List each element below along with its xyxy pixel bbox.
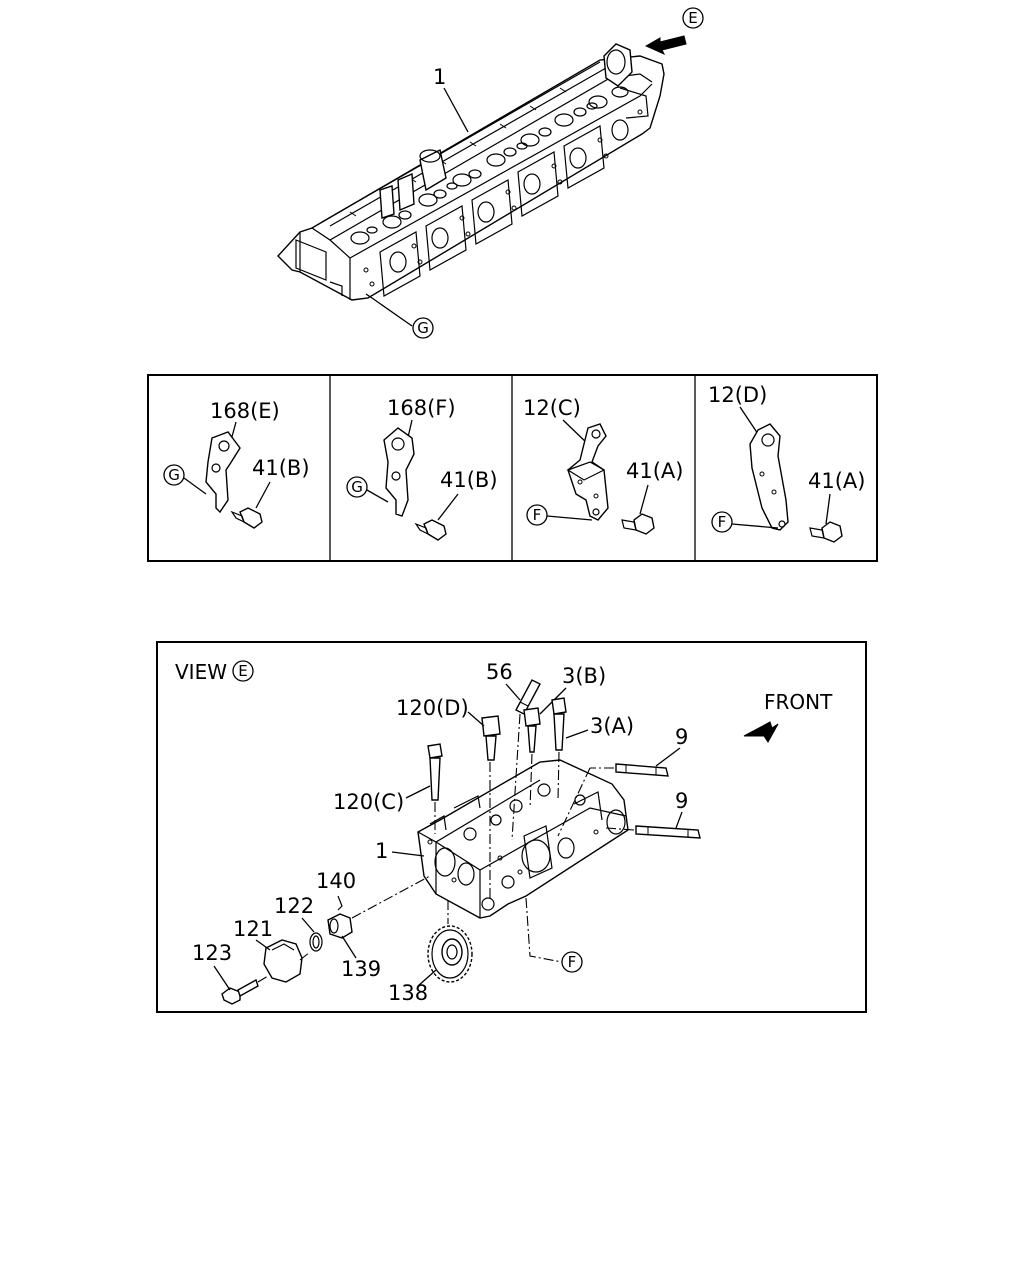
ref-g2-label: G [351,478,363,496]
ref-f2-label: F [718,513,727,531]
ref-g1-label: G [168,466,180,484]
ref-circle-f-view-e [561,951,583,973]
ref-f1-label: F [533,506,542,524]
stud-9-upper [557,763,669,837]
bolt-120c [427,743,443,834]
label-138: 138 [388,981,428,1005]
ref-circle-f-1 [526,504,548,526]
bracket-label-168e: 168(E) [210,399,280,423]
part-label-1: 1 [433,65,446,89]
ref-e-label: E [688,9,697,27]
label-3a: 3(A) [590,714,634,738]
stud-56 [511,679,541,841]
bracket-label-12d: 12(D) [708,383,767,407]
label-120d: 120(D) [396,696,469,720]
ref-circle-f-2 [711,511,733,533]
bolt-label-41a-2: 41(A) [808,469,865,493]
label-140: 140 [316,869,356,893]
o-ring-122 [309,932,323,952]
bracket-label-168f: 168(F) [387,396,456,420]
view-e-title: VIEW [175,660,227,684]
detail-panel-12d: 12(D) 41(A) F [708,383,865,543]
ref-circle-g [412,317,434,339]
detail-panels: 168(E) 41(B) G 168(F) 41(B) G [147,374,878,562]
view-direction-arrow [644,35,687,56]
ref-g-label: G [417,319,429,337]
bolt-120d [481,715,501,898]
view-e-frame [156,641,867,1013]
stud-9-lower [605,825,701,839]
plug-139 [327,875,431,939]
detail-panel-12c: 12(C) 41(A) F [523,396,683,535]
label-1-view-e: 1 [375,839,388,863]
bolt-label-41b-2: 41(B) [440,468,498,492]
label-9-lower: 9 [675,789,688,813]
ref-circle-g-2 [346,476,368,498]
detail-panel-168f: 168(F) 41(B) G [346,396,498,541]
label-139: 139 [341,957,381,981]
label-121: 121 [233,917,273,941]
ref-circle-e [682,7,704,29]
label-120c: 120(C) [333,790,404,814]
label-3b: 3(B) [562,664,606,688]
gear-138 [427,900,473,983]
ref-circle-view-e [232,660,254,682]
cover-121 [263,939,311,983]
detail-panel-168e: 168(E) 41(B) G [163,399,310,529]
view-e-panel: VIEW E FRONT [156,641,867,1013]
view-e-ref-f-label: F [568,953,577,971]
label-123: 123 [192,941,232,965]
view-e-ref-label: E [238,662,247,680]
cylinder-head-top-view: 1 E G [277,7,704,339]
bolt-label-41b-1: 41(B) [252,456,310,480]
label-9-upper: 9 [675,725,688,749]
bracket-label-12c: 12(C) [523,396,581,420]
label-56: 56 [486,660,513,684]
bolt-123 [221,975,269,1005]
ref-circle-g-1 [163,464,185,486]
front-arrow [743,721,779,743]
label-122: 122 [274,894,314,918]
bolt-3b [523,707,541,809]
bolt-label-41a-1: 41(A) [626,459,683,483]
front-label: FRONT [764,690,833,714]
bolt-3a [551,697,567,801]
